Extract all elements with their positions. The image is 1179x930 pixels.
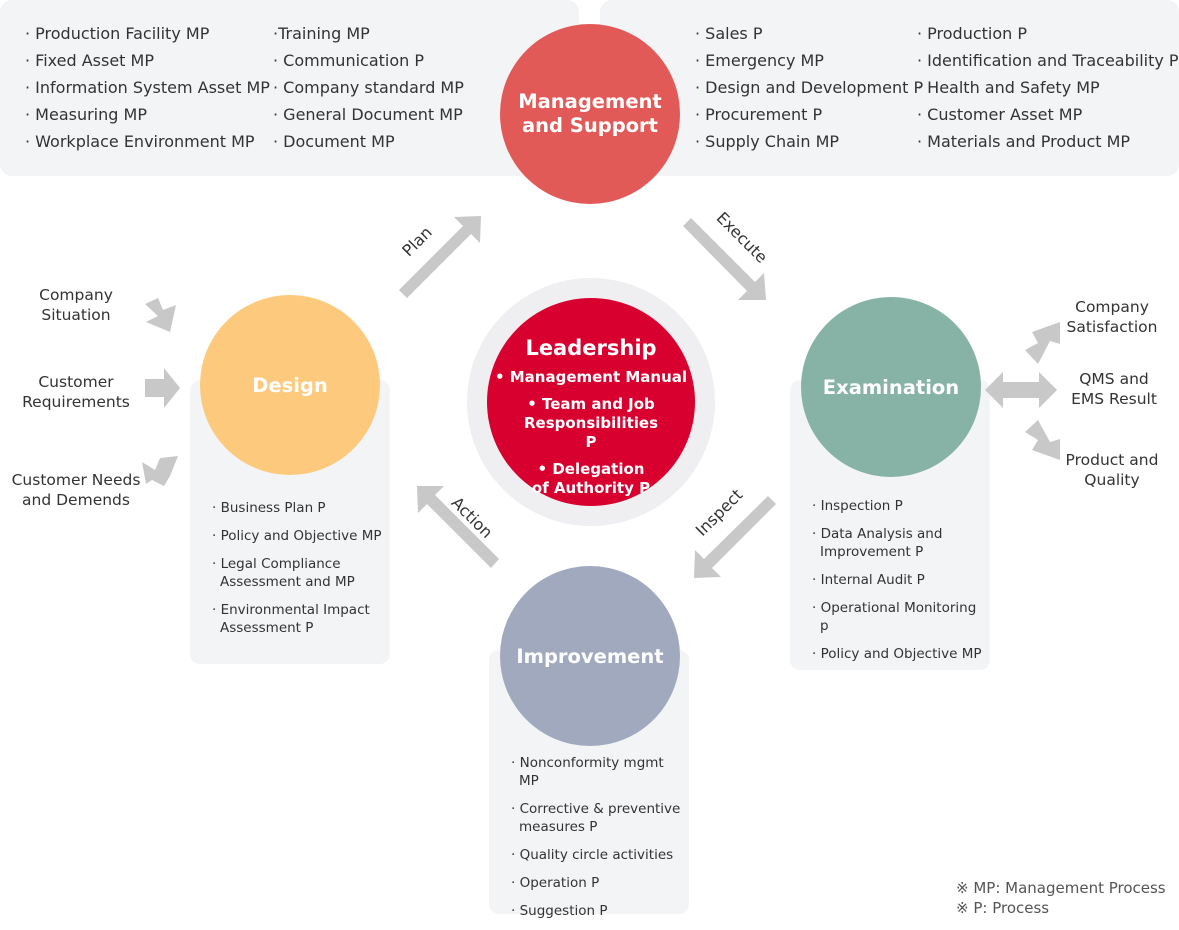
top-right-list-1: · Sales P · Emergency MP · Design and De… xyxy=(695,20,923,155)
list-item: · Environmental Impact Assessment P xyxy=(212,602,370,636)
list-item: · Operation P xyxy=(511,875,600,891)
input-customer-requirements: Customer Requirements xyxy=(22,373,130,411)
list-item: · Information System Asset MP xyxy=(25,78,270,97)
plan-arrow xyxy=(399,216,481,298)
top-right-panel xyxy=(600,0,1179,176)
action-arrow xyxy=(417,486,499,568)
top-right-list-2: · Production P · Identification and Trac… xyxy=(917,20,1179,155)
top-left-list-2: ·Training MP · Communication P · Company… xyxy=(273,20,464,155)
output-company-satisfaction: Company Satisfaction xyxy=(1066,298,1158,336)
management-label-2: and Support xyxy=(522,114,658,137)
list-item: · Measuring MP xyxy=(25,105,147,124)
list-item: · Quality circle activities xyxy=(511,847,674,863)
improvement-list: · Nonconformity mgmt MP · Corrective & p… xyxy=(511,754,686,930)
list-item: · Materials and Product MP xyxy=(917,132,1131,151)
list-item: · Policy and Objective MP xyxy=(212,528,382,544)
legend: ※ MP: Management Process ※ P: Process xyxy=(956,878,1166,918)
output-product-quality: Product and Quality xyxy=(1065,451,1159,489)
list-item: · Internal Audit P xyxy=(812,572,925,588)
management-label-1: Management xyxy=(518,90,662,113)
leadership-item: • Team and Job Responsibilities P xyxy=(523,395,659,451)
list-item: · Nonconformity mgmt MP xyxy=(511,755,664,789)
list-item: · Design and Development P xyxy=(695,78,924,97)
leadership-title: Leadership xyxy=(525,336,657,360)
examination-label: Examination xyxy=(822,375,960,399)
input-company-situation: Company Situation xyxy=(39,286,113,324)
output-arrow-1 xyxy=(1025,322,1060,364)
list-item: · Emergency MP xyxy=(695,51,824,70)
improvement-node: Improvement xyxy=(500,566,680,746)
list-item: · Production Facility MP xyxy=(25,24,210,43)
list-item: · Policy and Objective MP xyxy=(812,646,982,662)
input-arrow-3 xyxy=(142,456,178,486)
list-item: · Customer Asset MP xyxy=(917,105,1083,124)
examination-list: · Inspection P · Data Analysis and Impro… xyxy=(812,497,984,673)
list-item: · Communication P xyxy=(273,51,425,70)
design-node: Design xyxy=(200,295,380,475)
list-item: · Company standard MP xyxy=(273,78,464,97)
design-label: Design xyxy=(252,373,328,397)
management-support-node: Management and Support xyxy=(500,24,680,204)
list-item: · Operational Monitoring p xyxy=(812,600,977,634)
leadership-item: • Management Manual xyxy=(494,368,688,386)
improvement-label: Improvement xyxy=(516,644,664,668)
list-item: · Supply Chain MP xyxy=(695,132,840,151)
list-item: · Workplace Environment MP xyxy=(25,132,255,151)
examination-node: Examination xyxy=(801,297,981,477)
leadership-node: Leadership • Management Manual • Team an… xyxy=(487,298,695,506)
list-item: · Health and Safety MP xyxy=(917,78,1100,97)
legend-mp: ※ MP: Management Process xyxy=(956,879,1166,897)
list-item: · Fixed Asset MP xyxy=(25,51,154,70)
list-item: · Legal Compliance Assessment and MP xyxy=(212,556,355,590)
output-qms-result: QMS and EMS Result xyxy=(1071,370,1157,408)
list-item: · Production P xyxy=(917,24,1028,43)
list-item: · Sales P xyxy=(695,24,763,43)
design-list: · Business Plan P · Policy and Objective… xyxy=(212,499,382,647)
list-item: · Business Plan P xyxy=(212,500,326,516)
list-item: · Corrective & preventive measures P xyxy=(511,801,681,835)
top-left-panel xyxy=(0,0,579,176)
input-arrow-1 xyxy=(145,298,176,332)
list-item: · Document MP xyxy=(273,132,395,151)
execute-arrow xyxy=(683,218,766,300)
legend-p: ※ P: Process xyxy=(956,899,1050,917)
top-left-list-1: · Production Facility MP · Fixed Asset M… xyxy=(25,20,270,155)
output-arrow-3 xyxy=(1025,420,1060,460)
input-customer-needs: Customer Needs and Demends xyxy=(11,471,141,509)
list-item: · Identification and Traceability P xyxy=(917,51,1179,70)
list-item: · General Document MP xyxy=(273,105,463,124)
list-item: · Suggestion P xyxy=(511,903,608,919)
list-item: · Inspection P xyxy=(812,498,903,514)
list-item: · Procurement P xyxy=(695,105,823,124)
input-arrow-2 xyxy=(145,368,180,408)
list-item: ·Training MP xyxy=(273,24,370,43)
list-item: · Data Analysis and Improvement P xyxy=(812,526,943,560)
leadership-item: • Delegation of Authority P xyxy=(531,460,651,497)
inspect-arrow xyxy=(694,496,776,578)
output-arrow-2 xyxy=(985,372,1057,408)
